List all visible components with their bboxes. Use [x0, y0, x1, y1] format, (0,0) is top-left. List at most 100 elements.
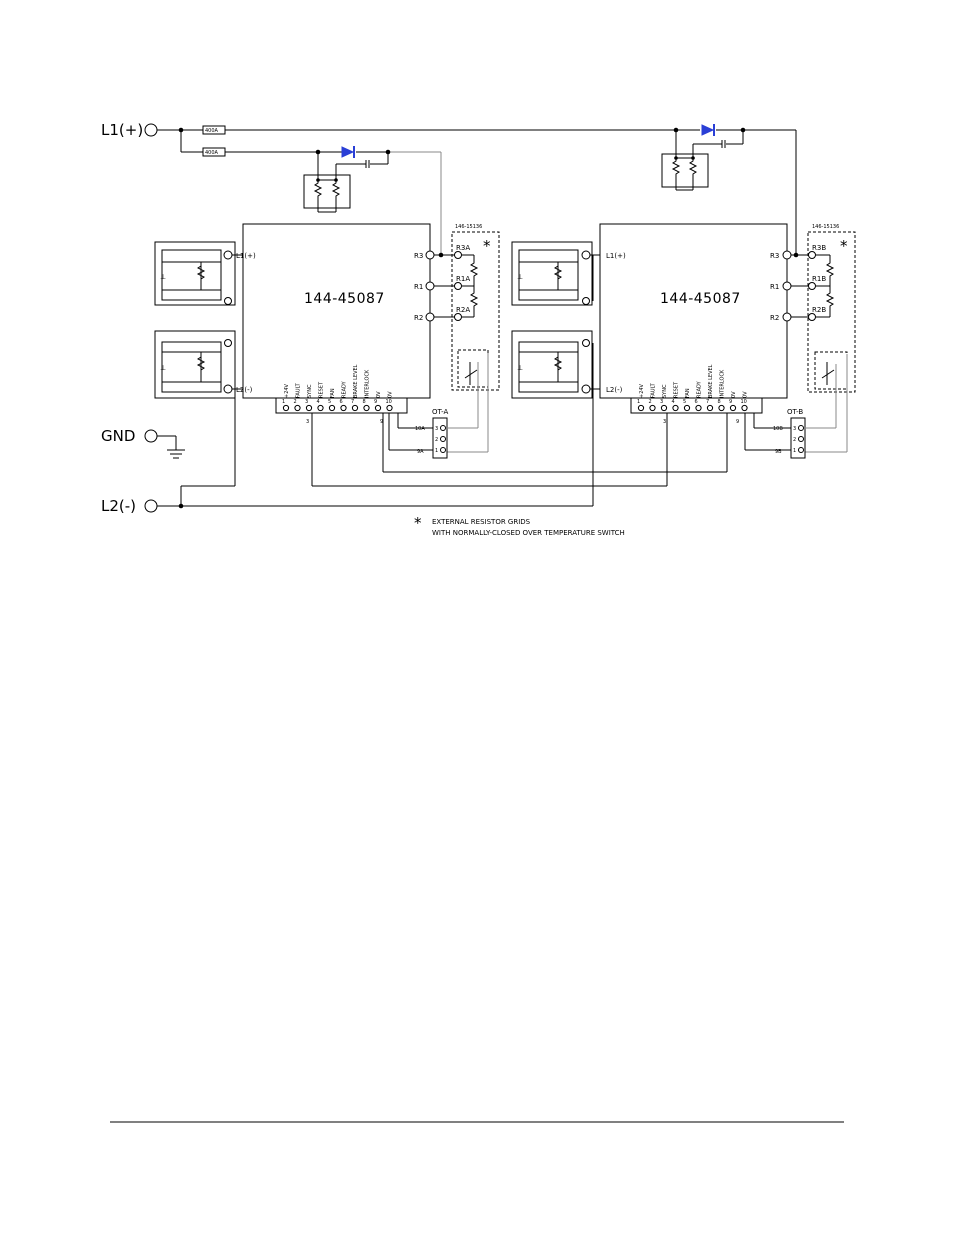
terminal-screw[interactable]: [305, 404, 313, 412]
terminal-label: FAN: [330, 388, 336, 398]
terminal-screw[interactable]: [695, 404, 702, 412]
module-2-body: [599, 223, 788, 399]
terminal-screw[interactable]: [328, 404, 336, 412]
module-1-part-number: 144-45087: [304, 291, 385, 307]
resistor-icon: [825, 255, 835, 286]
terminal-number: 1: [637, 399, 640, 405]
module-2-grid-r1: R1B: [812, 275, 826, 283]
terminal-label: SYNC: [307, 384, 313, 398]
module-2-external-grid: [807, 231, 856, 393]
control-wiring: [311, 413, 728, 487]
module-2-grid-r2: R2B: [812, 306, 826, 314]
module-2-l1-terminal[interactable]: [581, 250, 591, 260]
l1-main-label: L1(+): [101, 121, 143, 139]
terminal-screw[interactable]: [386, 404, 393, 412]
module-1-ot-block: [432, 417, 448, 459]
terminal-number: 3: [660, 399, 663, 405]
module-1-grid-r1: R1A: [456, 275, 470, 283]
note-line-1: EXTERNAL RESISTOR GRIDS: [432, 518, 531, 526]
terminal-label: RESET: [319, 381, 325, 398]
capacitor-icon: ⊥: [517, 273, 523, 281]
diode-icon: [701, 124, 715, 136]
diode-snubber-1: [303, 146, 391, 213]
terminal-number: 9: [729, 399, 732, 405]
module-2-l1-label: L1(+): [606, 252, 626, 260]
terminal-label: +24V: [284, 383, 290, 398]
module-1-grid-part: 146-15136: [455, 224, 482, 230]
terminal-screw[interactable]: [706, 404, 714, 412]
l1-main-terminal[interactable]: [144, 123, 158, 137]
module-1-l1-terminal[interactable]: [223, 250, 233, 260]
module-1-r2-terminal[interactable]: [425, 312, 435, 322]
terminal-screw[interactable]: [340, 404, 347, 412]
terminal-number: 2: [649, 399, 652, 405]
terminal-screw[interactable]: [729, 404, 737, 412]
terminal-screw[interactable]: [741, 404, 748, 412]
l2-main-terminal[interactable]: [144, 499, 158, 513]
footnote: * EXTERNAL RESISTOR GRIDS WITH NORMALLY-…: [414, 514, 625, 537]
terminal-screw[interactable]: [294, 404, 301, 412]
terminal-number: 5: [683, 399, 686, 405]
terminal-number: 7: [351, 399, 354, 405]
terminal-screw[interactable]: [672, 404, 679, 412]
terminal-screw[interactable]: [718, 404, 725, 412]
terminal-number: 6: [340, 399, 343, 405]
terminal-number: 4: [672, 399, 675, 405]
terminal-label: 0V: [731, 391, 737, 398]
module-2-l2-label: L2(-): [606, 386, 623, 394]
terminal-number: 4: [317, 399, 320, 405]
terminal-label: 0V: [388, 391, 394, 398]
module-1-r3-terminal[interactable]: [425, 250, 435, 260]
terminal-screw[interactable]: [351, 404, 359, 412]
module-2-r2-terminal[interactable]: [782, 312, 792, 322]
resistor-icon: [469, 286, 479, 317]
terminal-label: RESET: [674, 381, 680, 398]
terminal-number: 8: [718, 399, 721, 405]
module-2-terminal-block: [630, 397, 763, 414]
resistor-icon: [196, 265, 206, 280]
module-2-l2-terminal[interactable]: [581, 384, 591, 394]
module-1-l2-label: L2(-): [236, 386, 253, 394]
module-1-body: [242, 223, 431, 399]
terminal-screw[interactable]: [317, 404, 324, 412]
capacitor-icon: ⊥: [517, 364, 523, 372]
module-1-l2-terminal[interactable]: [223, 384, 233, 394]
module-2-grid-asterisk: *: [840, 237, 848, 255]
module-2-ot-9: 9B: [775, 449, 782, 455]
module-2-part-number: 144-45087: [660, 291, 741, 307]
terminal-screw[interactable]: [649, 404, 656, 412]
module-2-r2-label: R2: [770, 314, 779, 322]
terminal-label: BRAKE LEVEL: [708, 364, 714, 398]
terminal-label: FAN: [685, 388, 691, 398]
terminal-number: 8: [363, 399, 366, 405]
module-1-grid-r3: R3A: [456, 244, 470, 252]
terminal-screw[interactable]: [374, 404, 382, 412]
resistor-icon: [553, 265, 563, 280]
module-2-r3-terminal[interactable]: [782, 250, 792, 260]
module-1-r1-label: R1: [414, 283, 423, 291]
module-2-ot-pin-3: 3: [793, 426, 796, 432]
module-1-ot-10: 10A: [415, 426, 425, 432]
module-2-r1-terminal[interactable]: [782, 281, 792, 291]
module-1-grid-asterisk: *: [483, 237, 491, 255]
module-2-ot-10: 10B: [773, 426, 783, 432]
module-2-ot-pin-2: 2: [793, 437, 796, 443]
terminal-label: READY: [697, 380, 703, 398]
terminal-screw[interactable]: [660, 404, 668, 412]
gnd-terminal[interactable]: [144, 429, 158, 443]
terminal-label: SYNC: [662, 384, 668, 398]
brake-module-1: 144-45087 L1(+) L2(-) ⊥ ⊥ R3 R1 R2: [154, 223, 500, 459]
terminal-screw[interactable]: [363, 404, 370, 412]
fuse-top-label: 400A: [205, 128, 219, 134]
module-1-r1-terminal[interactable]: [425, 281, 435, 291]
resistor-icon: [331, 180, 341, 200]
terminal-label: 0V: [376, 391, 382, 398]
terminal-screw[interactable]: [282, 404, 290, 412]
module-1-wire-9: 9: [380, 419, 383, 425]
terminal-screw[interactable]: [637, 404, 645, 412]
module-2-grid-r3: R3B: [812, 244, 826, 252]
module-1-l1-label: L1(+): [236, 252, 256, 260]
terminal-screw[interactable]: [683, 404, 691, 412]
